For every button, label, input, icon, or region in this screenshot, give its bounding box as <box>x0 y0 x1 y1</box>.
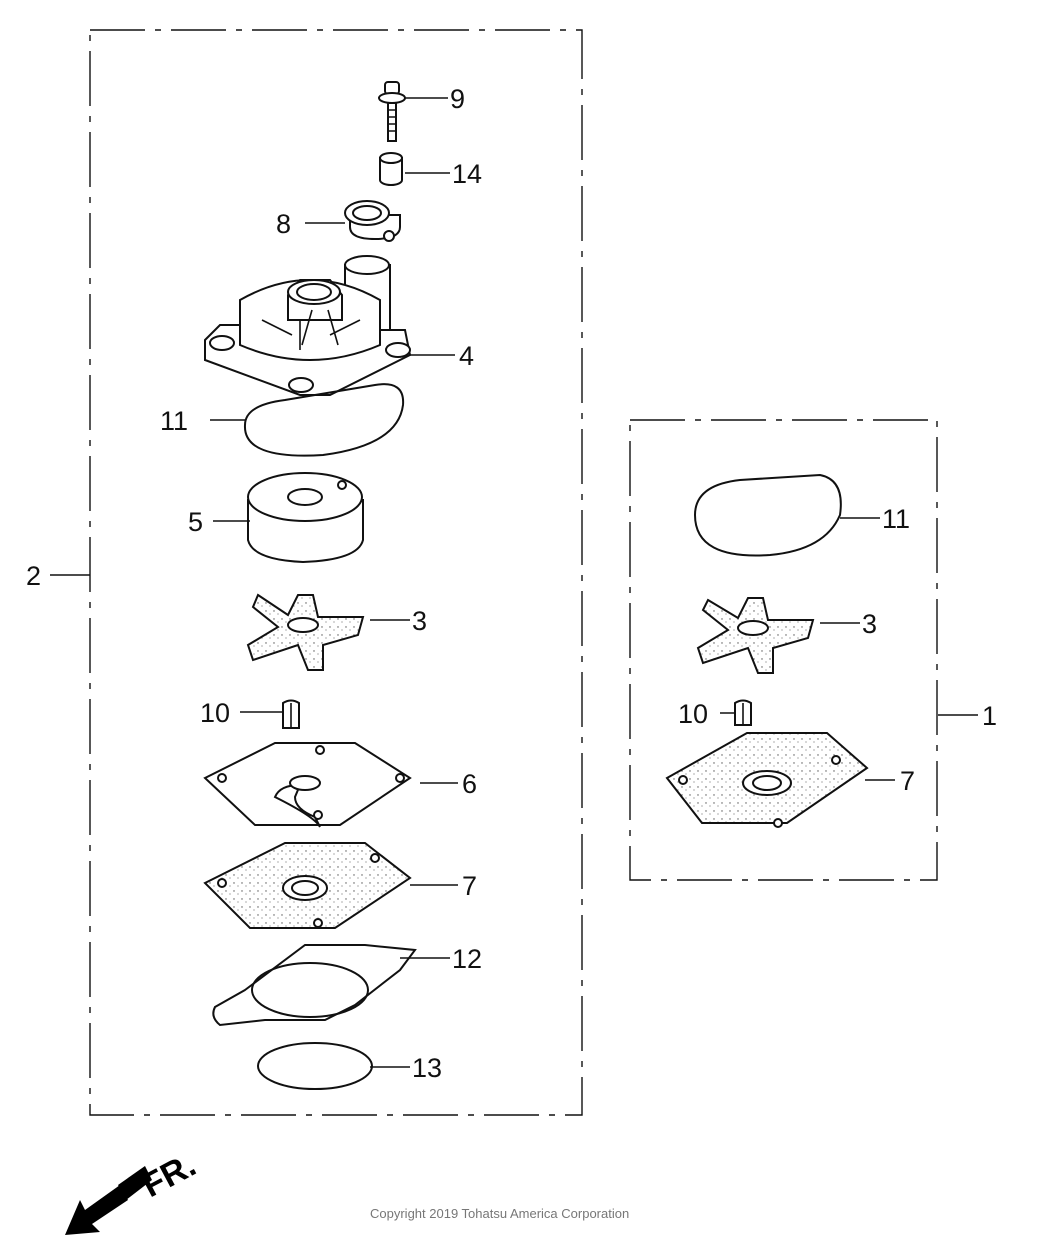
insert-cartridge-part-5[interactable] <box>247 472 364 564</box>
kit-callout-7[interactable]: 7 <box>900 766 915 796</box>
key-part-10[interactable] <box>282 699 300 729</box>
kit-gasket-part-11[interactable] <box>693 473 842 557</box>
callout-8[interactable]: 8 <box>276 209 291 239</box>
copyright-notice: Copyright 2019 Tohatsu America Corporati… <box>370 1206 630 1221</box>
callout-11[interactable]: 11 <box>160 406 188 436</box>
plate-part-6[interactable] <box>203 742 412 828</box>
gasket-part-12[interactable] <box>212 944 417 1027</box>
callout-1[interactable]: 1 <box>982 701 997 731</box>
grommet-part-8[interactable] <box>344 200 401 242</box>
callout-6[interactable]: 6 <box>462 769 477 799</box>
leader-lines <box>50 97 978 1068</box>
callout-9[interactable]: 9 <box>450 84 465 114</box>
pump-housing-part-4[interactable] <box>204 255 412 396</box>
front-direction-label: FR. <box>136 1146 202 1205</box>
callout-14[interactable]: 14 <box>452 159 482 189</box>
pump-assembly-boundary <box>89 29 583 1116</box>
callout-7[interactable]: 7 <box>462 871 477 901</box>
kit-callout-11[interactable]: 11 <box>882 504 910 534</box>
gasket-part-11[interactable] <box>243 383 405 457</box>
repair-kit-boundary <box>629 419 938 881</box>
callout-4[interactable]: 4 <box>459 341 474 371</box>
gasket-part-7[interactable] <box>203 842 412 929</box>
kit-key-part-10[interactable] <box>734 699 752 726</box>
callout-5[interactable]: 5 <box>188 507 203 537</box>
callout-13[interactable]: 13 <box>412 1053 442 1083</box>
collar-part-14[interactable] <box>379 152 403 186</box>
impeller-part-3[interactable] <box>246 593 365 671</box>
front-direction-arrow-icon <box>65 1166 152 1235</box>
callout-10[interactable]: 10 <box>200 698 230 728</box>
callout-3[interactable]: 3 <box>412 606 427 636</box>
kit-callout-10[interactable]: 10 <box>678 699 708 729</box>
kit-callout-3[interactable]: 3 <box>862 609 877 639</box>
o-ring-part-13[interactable] <box>257 1042 373 1090</box>
callout-12[interactable]: 12 <box>452 944 482 974</box>
callout-2[interactable]: 2 <box>26 561 41 591</box>
kit-gasket-part-7[interactable] <box>665 732 869 828</box>
bolt-part-9[interactable] <box>378 81 406 142</box>
kit-impeller-part-3[interactable] <box>696 597 815 674</box>
